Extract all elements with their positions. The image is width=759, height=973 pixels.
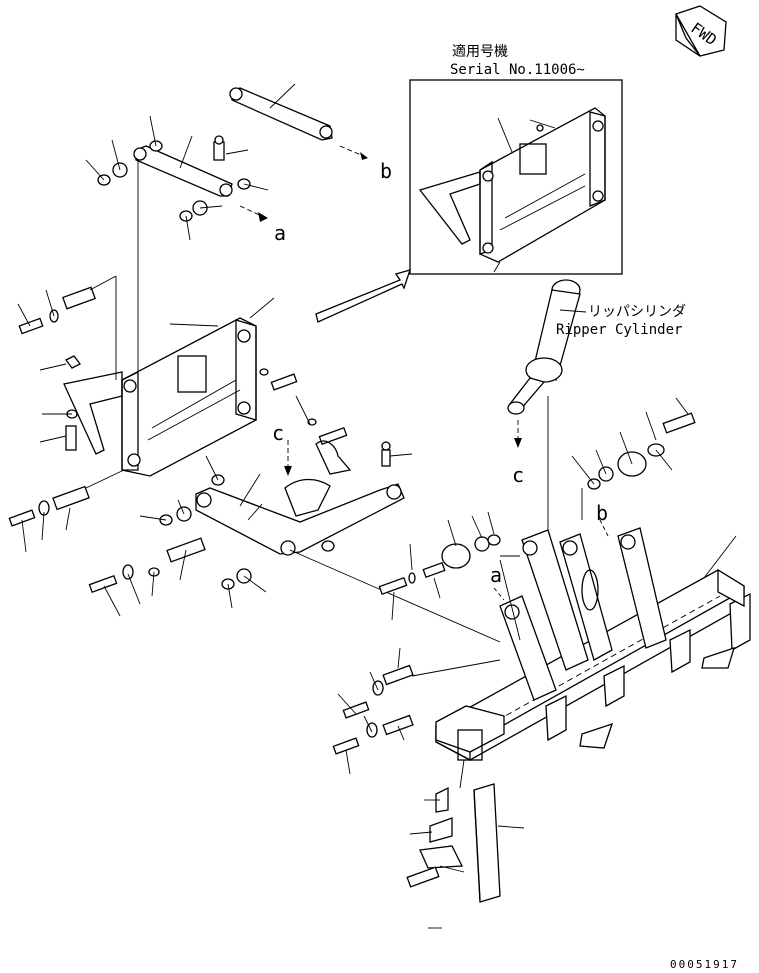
- shank-and-tip: [406, 759, 525, 929]
- applicable-model-label: 適用号機: [452, 43, 508, 60]
- fwd-label: FWD: [688, 19, 721, 49]
- ripper-pin-assembly-b: b: [571, 397, 696, 537]
- upper-link-b: b: [229, 83, 392, 183]
- ref-a-top: a: [274, 221, 286, 245]
- inset-frame-drawing: [418, 107, 606, 273]
- inset-pointer-arrow: [315, 269, 412, 323]
- serial-number-label: Serial No.11006~: [450, 62, 585, 78]
- ripper-arm: c: [88, 421, 501, 643]
- ref-b-right: b: [596, 501, 608, 525]
- ripper-cylinder-jp-label: リッパシリンダ: [588, 304, 686, 320]
- lower-pin-set: [8, 469, 125, 553]
- ripper-pin-assembly-a: a: [378, 511, 505, 621]
- ripper-cylinder-en-label: Ripper Cylinder: [556, 322, 682, 338]
- drawing-number: 00051917: [670, 958, 739, 971]
- inset-frame-box: [409, 79, 623, 275]
- fwd-direction-indicator: FWD: [675, 5, 727, 57]
- ref-a-right: a: [490, 563, 502, 587]
- ref-c-frame: c: [272, 421, 284, 445]
- ripper-cylinder: リッパシリンダ Ripper Cylinder c: [507, 279, 686, 540]
- mounting-bracket: [17, 275, 348, 477]
- ref-b-top: b: [380, 159, 392, 183]
- ref-c-cylinder: c: [512, 463, 524, 487]
- ripper-beam: [332, 527, 751, 775]
- upper-link-a: a: [85, 115, 286, 245]
